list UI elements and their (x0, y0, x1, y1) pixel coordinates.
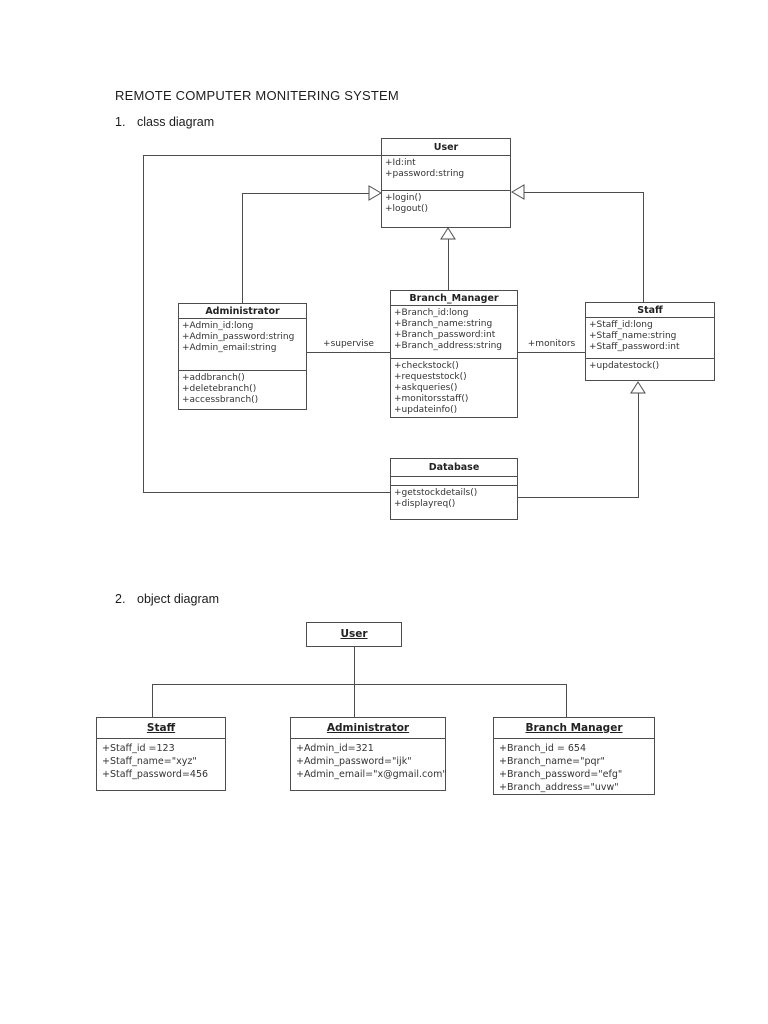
member-line: +Staff_id:long (589, 320, 653, 330)
generalization-line-database-staff (518, 497, 639, 498)
class-box-administrator: Administrator +Admin_id:long+Admin_passw… (178, 303, 307, 410)
member-line: +logout() (385, 204, 429, 214)
member-line: +Admin_email="x@gmail.com" (296, 769, 447, 780)
member-line: +Staff_password:int (589, 342, 680, 352)
class-box-user: User +Id:int+password:string +login()+lo… (381, 138, 511, 228)
member-line: +Id:int (385, 158, 416, 168)
member-line: +Admin_id:long (182, 321, 254, 331)
member-line: +monitorsstaff() (394, 394, 469, 404)
member-line: +Staff_id =123 (102, 743, 175, 754)
object-name: User (340, 628, 368, 640)
member-line: +Admin_password="ijk" (296, 756, 412, 767)
class-name: Staff (586, 303, 714, 318)
association-line-user-database (143, 492, 390, 493)
class-methods: +addbranch()+deletebranch()+accessbranch… (179, 371, 306, 409)
member-line: +Admin_password:string (182, 332, 295, 342)
member-line: +displayreq() (394, 499, 456, 509)
member-line: +requeststock() (394, 372, 467, 382)
section-number: 2. (115, 592, 126, 606)
object-box-staff: Staff +Staff_id =123+Staff_name="xyz"+St… (96, 717, 226, 791)
class-name: Administrator (179, 304, 306, 319)
object-attributes: +Admin_id=321 +Admin_password="ijk" +Admin… (291, 739, 447, 784)
member-line: +getstockdetails() (394, 488, 478, 498)
class-box-database: Database +getstockdetails()+displayreq() (390, 458, 518, 520)
member-line: +Admin_email:string (182, 343, 277, 353)
member-line: +Branch_address:string (394, 341, 503, 351)
association-line-user-database (143, 155, 381, 156)
section-heading-class-diagram: 1. class diagram (115, 115, 214, 129)
class-attributes (391, 477, 517, 486)
association-line-monitors (518, 352, 585, 353)
generalization-arrow-icon (511, 184, 525, 200)
object-link-line (152, 684, 566, 685)
section-heading-object-diagram: 2. object diagram (115, 592, 219, 606)
object-name: Staff (97, 718, 225, 739)
generalization-line-branchmanager-user (448, 239, 449, 290)
member-line: +updatestock() (589, 361, 660, 371)
member-line: +Staff_name="xyz" (102, 756, 197, 767)
object-box-user: User (306, 622, 402, 647)
section-label: class diagram (137, 115, 215, 129)
class-box-branch-manager: Branch_Manager +Branch_id:long+Branch_na… (390, 290, 518, 418)
member-line: +Branch_id = 654 (499, 743, 587, 754)
member-line: +accessbranch() (182, 395, 259, 405)
member-line: +Branch_password="efg" (499, 769, 623, 780)
generalization-line-staff-user (523, 192, 643, 193)
member-line: +Branch_name="pqr" (499, 756, 605, 767)
class-attributes: +Staff_id:long+Staff_name:string+Staff_p… (586, 318, 714, 359)
member-line: +Staff_name:string (589, 331, 677, 341)
class-name: User (382, 139, 510, 156)
generalization-arrow-icon (630, 381, 646, 394)
class-methods: +updatestock() (586, 359, 714, 380)
association-line-user-database (143, 155, 144, 492)
generalization-line-database-staff (638, 393, 639, 497)
member-line: +updateinfo() (394, 405, 458, 415)
object-box-branch-manager: Branch Manager +Branch_id = 654 +Branch_n… (493, 717, 655, 795)
class-attributes: +Id:int+password:string (382, 156, 510, 191)
class-attributes: +Admin_id:long+Admin_password:string+Adm… (179, 319, 306, 371)
member-line: +deletebranch() (182, 384, 257, 394)
class-attributes: +Branch_id:long+Branch_name:string+Branc… (391, 306, 517, 359)
member-line: +Staff_password=456 (102, 769, 209, 780)
object-attributes: +Staff_id =123 +Staff_name="xyz" +Staff_pa… (97, 739, 225, 784)
member-line: +Branch_address="uvw" (499, 782, 619, 793)
object-link-line (354, 647, 355, 684)
member-line: +Branch_name:string (394, 319, 493, 329)
section-label: object diagram (137, 592, 219, 606)
member-line: +password:string (385, 169, 465, 179)
generalization-line-administrator-user (242, 193, 369, 194)
member-line: +Branch_id:long (394, 308, 469, 318)
association-label-monitors: +monitors (527, 339, 576, 349)
class-name: Database (391, 459, 517, 477)
member-line: +askqueries() (394, 383, 458, 393)
object-name: Administrator (291, 718, 445, 739)
object-link-line (566, 684, 567, 717)
class-methods: +login()+logout() (382, 191, 510, 227)
object-box-administrator: Administrator +Admin_id=321 +Admin_passwo… (290, 717, 447, 791)
object-name: Branch Manager (494, 718, 654, 739)
page-title: REMOTE COMPUTER MONITERING SYSTEM (115, 88, 399, 103)
member-line: +Admin_id=321 (296, 743, 374, 754)
class-name: Branch_Manager (391, 291, 517, 306)
section-number: 1. (115, 115, 126, 129)
member-line: +addbranch() (182, 373, 245, 383)
object-link-line (354, 684, 355, 717)
member-line: +Branch_password:int (394, 330, 496, 340)
generalization-line-administrator-user (242, 193, 243, 303)
association-line-supervise (307, 352, 390, 353)
object-link-line (152, 684, 153, 717)
generalization-line-staff-user (643, 192, 644, 302)
member-line: +checkstock() (394, 361, 459, 371)
generalization-arrow-icon (440, 227, 456, 240)
generalization-arrow-icon (368, 185, 382, 201)
class-methods: +getstockdetails()+displayreq() (391, 486, 517, 519)
class-methods: +checkstock()+requeststock()+askqueries(… (391, 359, 517, 417)
object-attributes: +Branch_id = 654 +Branch_name="pqr" +Branc… (494, 739, 654, 797)
association-label-supervise: +supervise (323, 339, 374, 349)
class-box-staff: Staff +Staff_id:long+Staff_name:string+S… (585, 302, 715, 381)
member-line: +login() (385, 193, 422, 203)
